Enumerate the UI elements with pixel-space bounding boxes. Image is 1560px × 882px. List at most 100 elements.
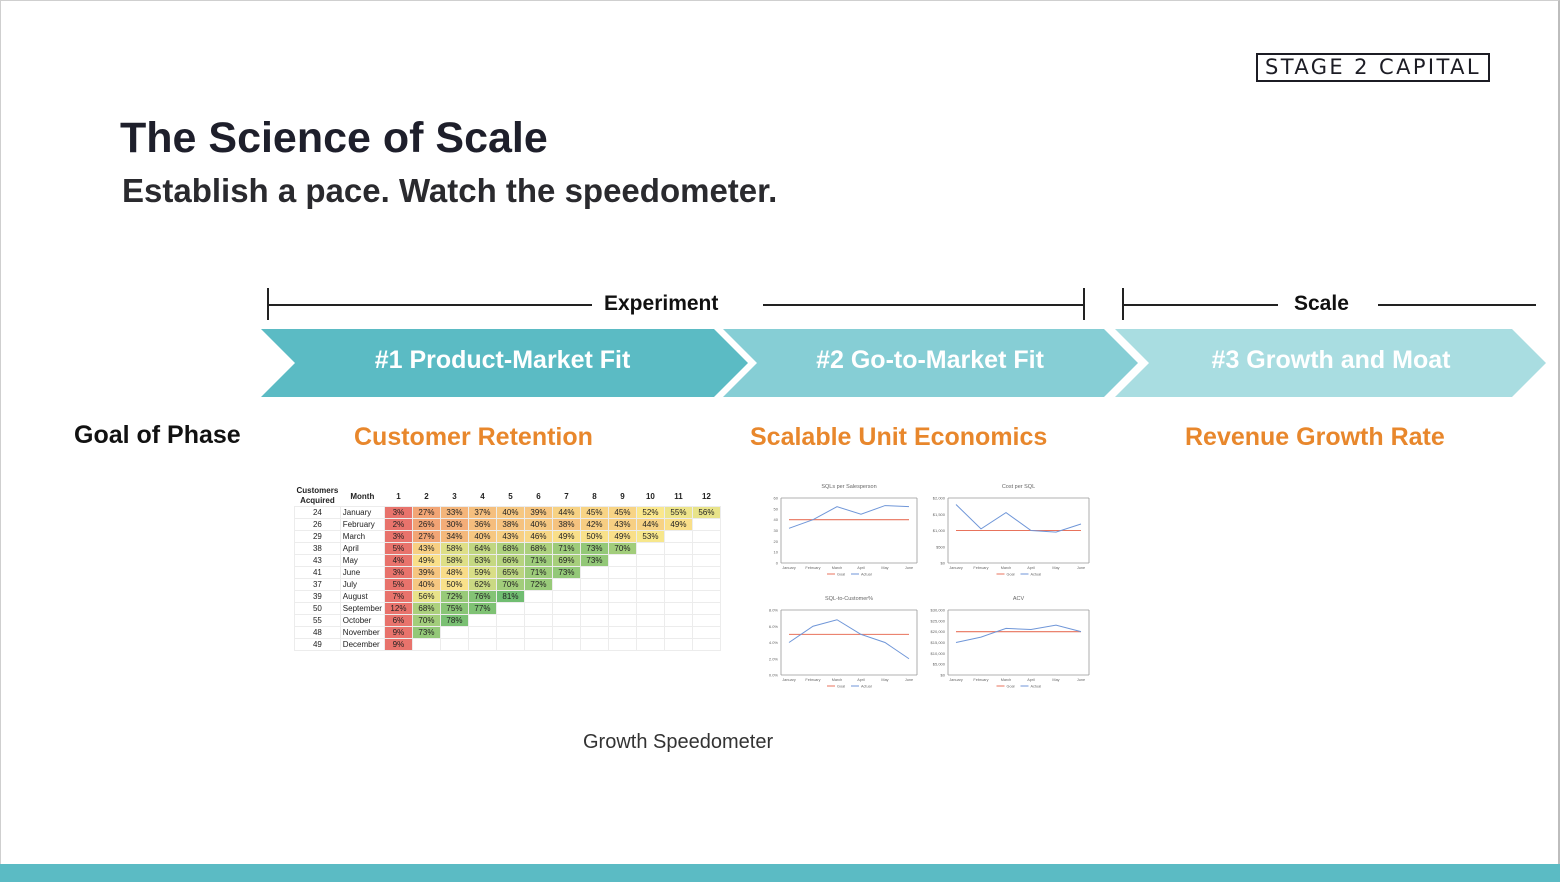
month-cell: December (339, 638, 385, 651)
retention-cell: 81% (495, 590, 525, 603)
retention-cell: 76% (467, 590, 497, 603)
retention-cell: 12% (383, 602, 413, 615)
retention-cell (495, 614, 525, 627)
retention-cell (467, 626, 497, 639)
retention-cell (495, 638, 525, 651)
phase-3-label: #3 Growth and Moat (1211, 346, 1451, 374)
retention-cell (467, 638, 497, 651)
x-tick-label: June (1077, 678, 1085, 682)
retention-cell: 3% (383, 530, 413, 543)
header-month-index: 1 (396, 491, 401, 501)
retention-cell: 48% (439, 566, 469, 579)
header-month-index: 6 (536, 491, 541, 501)
experiment-bracket-right-tick (1083, 288, 1085, 320)
retention-cell: 71% (523, 554, 553, 567)
retention-cell (691, 530, 721, 543)
month-cell: November (339, 626, 385, 639)
retention-cell (635, 614, 665, 627)
retention-cell: 9% (383, 638, 413, 651)
header-month-index: 5 (508, 491, 513, 501)
header-month-index: 12 (701, 491, 711, 501)
month-cell: July (339, 578, 385, 591)
retention-cell (607, 554, 637, 567)
retention-cell (607, 590, 637, 603)
legend-goal-label: Goal (1007, 685, 1015, 689)
y-tick-label: 30 (774, 528, 779, 533)
y-tick-label: $0 (941, 561, 946, 566)
goal-customer-retention: Customer Retention (354, 423, 593, 451)
x-tick-label: June (1077, 566, 1085, 570)
customers-acquired-cell: 41 (294, 566, 341, 579)
header-month: Month (350, 491, 375, 501)
mini-chart-title: ACV (1013, 596, 1025, 602)
mini-chart-title: Cost per SQL (1002, 484, 1035, 490)
y-tick-label: 40 (774, 517, 779, 522)
retention-cell (551, 614, 581, 627)
header-customers-acquired: Customers Acquired (296, 486, 339, 505)
y-tick-label: $500 (936, 544, 946, 549)
legend-actual-label: Actual (861, 685, 872, 689)
month-cell: April (339, 542, 385, 555)
retention-cell: 33% (439, 506, 469, 519)
retention-cell: 36% (467, 518, 497, 531)
header-month-index: 3 (452, 491, 457, 501)
scale-label: Scale (1294, 292, 1349, 315)
scale-bracket-line-right (1378, 304, 1536, 306)
customers-acquired-cell: 26 (294, 518, 341, 531)
retention-cell: 5% (383, 542, 413, 555)
bottom-accent-bar (0, 864, 1560, 882)
retention-cell (663, 554, 693, 567)
customers-acquired-cell: 38 (294, 542, 341, 555)
x-tick-label: April (857, 566, 865, 570)
x-tick-label: March (832, 678, 843, 682)
scale-bracket-line-left (1123, 304, 1278, 306)
retention-cell: 73% (551, 566, 581, 579)
y-tick-label: $1,000 (933, 528, 946, 533)
header-month-index: 7 (564, 491, 569, 501)
retention-cell: 58% (439, 554, 469, 567)
retention-cell (579, 602, 609, 615)
y-tick-label: $10,000 (931, 651, 946, 656)
phase-1-chevron (261, 329, 748, 397)
acv-chart: ACV$30,000$25,000$20,000$15,000$10,000$5… (931, 596, 1090, 689)
y-tick-label: 2.0% (769, 656, 779, 661)
customers-acquired-cell: 29 (294, 530, 341, 543)
retention-cell: 58% (439, 542, 469, 555)
retention-cell: 40% (411, 578, 441, 591)
retention-cell: 44% (635, 518, 665, 531)
header-month-index: 2 (424, 491, 429, 501)
y-tick-label: $20,000 (931, 629, 946, 634)
month-cell: February (339, 518, 385, 531)
customers-acquired-cell: 24 (294, 506, 341, 519)
sqls-per-salesperson-chart: SQLs per Salesperson6050403020100January… (774, 484, 918, 577)
x-tick-label: May (881, 678, 888, 682)
x-tick-label: May (881, 566, 888, 570)
retention-cell: 70% (411, 614, 441, 627)
retention-cell: 40% (495, 506, 525, 519)
retention-cell: 4% (383, 554, 413, 567)
retention-cell: 63% (467, 554, 497, 567)
retention-cell: 73% (411, 626, 441, 639)
retention-cell: 70% (495, 578, 525, 591)
retention-cell (439, 638, 469, 651)
x-tick-label: January (949, 678, 963, 682)
experiment-label: Experiment (604, 292, 719, 315)
retention-cell: 34% (439, 530, 469, 543)
retention-cell (607, 638, 637, 651)
retention-cell: 68% (523, 542, 553, 555)
retention-cell: 42% (579, 518, 609, 531)
customers-acquired-cell: 43 (294, 554, 341, 567)
retention-cell (551, 626, 581, 639)
x-tick-label: April (1027, 678, 1035, 682)
customers-acquired-cell: 37 (294, 578, 341, 591)
retention-cell (551, 590, 581, 603)
actual-line (788, 505, 910, 529)
retention-cell: 49% (551, 530, 581, 543)
retention-cell (579, 638, 609, 651)
retention-cell (523, 602, 553, 615)
